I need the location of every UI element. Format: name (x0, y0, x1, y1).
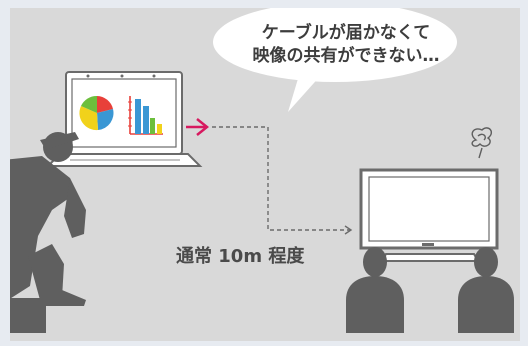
illustration-panel: ケーブルが届かなくて 映像の共有ができない… (10, 8, 520, 341)
confused-scribble-icon (471, 127, 492, 159)
bar-chart-icon (128, 96, 163, 135)
audience-silhouette-left (346, 247, 404, 333)
speech-bubble-text: ケーブルが届かなくて 映像の共有ができない… (248, 22, 444, 68)
speech-bubble (213, 8, 457, 112)
speech-bubble-line-2: 映像の共有ができない… (252, 46, 440, 66)
speech-bubble-line-1: ケーブルが届かなくて (261, 23, 431, 43)
tv-monitor-icon (359, 168, 499, 262)
confused-man-silhouette (10, 132, 86, 333)
cable-arrow-icon (186, 118, 353, 235)
distance-label: 通常 10m 程度 (176, 246, 305, 267)
audience-silhouette-right (458, 247, 514, 333)
illustration-canvas (10, 8, 514, 333)
pie-chart-icon (79, 95, 114, 131)
